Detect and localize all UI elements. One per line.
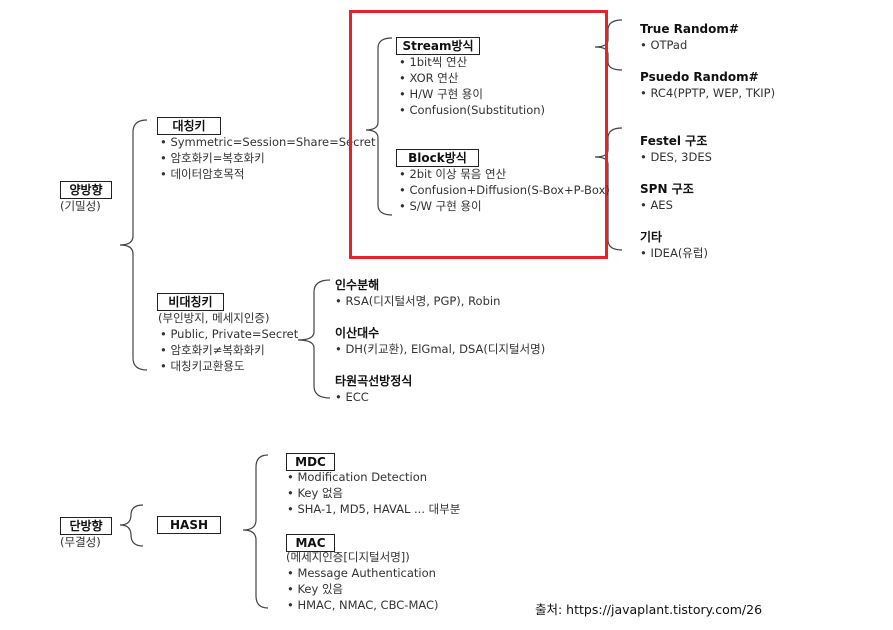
type-item: • RSA(디지털서명, PGP), Robin: [335, 294, 501, 308]
type-title: SPN 구조: [640, 182, 694, 196]
list-item: • Confusion+Diffusion(S-Box+P-Box): [399, 183, 610, 197]
bidirectional-sub: (기밀성): [60, 199, 101, 213]
list-item: • 암호화키=복호화키: [160, 151, 265, 165]
list-item: • Public, Private=Secret: [160, 327, 299, 341]
list-item: • Key 있음: [287, 582, 344, 596]
list-item: • 대칭키교환용도: [160, 359, 245, 373]
unidirectional-box: 단방향: [60, 517, 112, 535]
unidirectional-sub: (무결성): [60, 535, 101, 549]
list-item: • Modification Detection: [287, 470, 428, 484]
list-item: • Message Authentication: [287, 566, 436, 580]
type-item: • DES, 3DES: [640, 150, 712, 164]
hash-box: HASH: [157, 516, 221, 534]
type-item: • IDEA(유럽): [640, 246, 708, 260]
symmetric-box: 대칭키: [157, 117, 221, 135]
type-title: 타원곡선방정식: [335, 374, 413, 388]
block-box: Block방식: [396, 149, 479, 167]
mac-sub: (메세지인증[디지털서명]): [286, 550, 410, 564]
type-item: • OTPad: [640, 38, 688, 52]
list-item: • Confusion(Substitution): [399, 103, 546, 117]
type-title: True Random#: [640, 22, 739, 36]
type-title: 기타: [640, 230, 663, 244]
type-item: • RC4(PPTP, WEP, TKIP): [640, 86, 776, 100]
brace-asymmetric: [297, 279, 331, 399]
type-title: Festel 구조: [640, 134, 708, 148]
brace-block-types: [594, 127, 623, 251]
mac-box: MAC: [286, 534, 335, 552]
source-credit: 출처: https://javaplant.tistory.com/26: [535, 602, 763, 617]
brace-unidirectional: [119, 504, 144, 547]
list-item: • XOR 연산: [399, 71, 459, 85]
bidirectional-box: 양방향: [60, 181, 112, 199]
type-item: • DH(키교환), ElGmal, DSA(디지털서명): [335, 342, 546, 356]
highlight-rectangle: [349, 10, 608, 259]
brace-stream-types: [594, 19, 623, 71]
list-item: • 2bit 이상 묶음 연산: [399, 167, 507, 181]
brace-bidirectional: [119, 119, 148, 371]
asymmetric-sub: (부인방지, 메세지인증): [158, 311, 270, 325]
list-item: • 데이터암호목적: [160, 167, 245, 181]
list-item: • H/W 구현 용이: [399, 87, 483, 101]
brace-hash: [242, 454, 269, 609]
mdc-box: MDC: [286, 453, 335, 471]
list-item: • SHA-1, MD5, HAVAL ... 대부분: [287, 502, 461, 516]
type-item: • ECC: [335, 390, 369, 404]
list-item: • 1bit씩 연산: [399, 55, 468, 69]
list-item: • HMAC, NMAC, CBC-MAC): [287, 598, 439, 612]
list-item: • Key 없음: [287, 486, 344, 500]
brace-symmetric: [365, 37, 393, 216]
stream-box: Stream방식: [396, 37, 480, 55]
list-item: • S/W 구현 용이: [399, 199, 482, 213]
list-item: • 암호화키≠복화화키: [160, 343, 265, 357]
asymmetric-box: 비대칭키: [157, 293, 224, 311]
type-item: • AES: [640, 198, 673, 212]
list-item: • Symmetric=Session=Share=Secret: [160, 135, 376, 149]
type-title: 이산대수: [335, 326, 380, 340]
type-title: 인수분해: [335, 278, 380, 292]
type-title: Psuedo Random#: [640, 70, 759, 84]
